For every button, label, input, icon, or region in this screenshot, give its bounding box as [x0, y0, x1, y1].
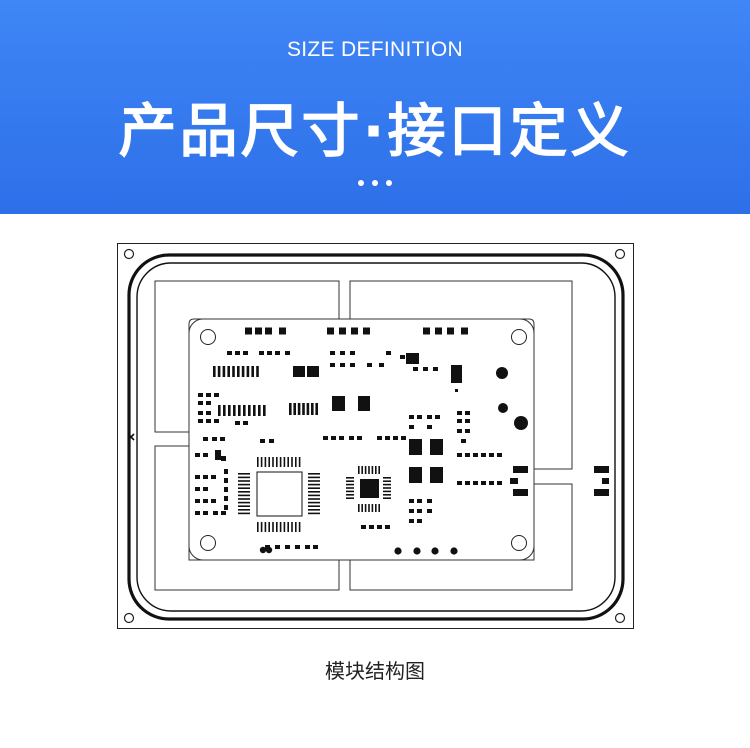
- decorative-dots: [0, 180, 750, 186]
- mount-hole-br: [614, 612, 626, 624]
- module-hole-bl: [200, 535, 216, 551]
- connector-pads: [510, 466, 609, 496]
- rf-chip: [360, 479, 379, 498]
- header-banner: SIZE DEFINITION 产品尺寸·接口定义: [0, 0, 750, 214]
- coil-x-mark: [127, 433, 135, 441]
- smd-component-pads: [195, 327, 502, 555]
- mount-hole-tr: [614, 248, 626, 260]
- module-hole-br: [511, 535, 527, 551]
- section-subtitle: SIZE DEFINITION: [286, 38, 463, 61]
- antenna-coil-outer: [127, 253, 625, 621]
- mount-hole-bl: [123, 612, 135, 624]
- mount-hole-tl: [123, 248, 135, 260]
- transistor-pads: [332, 353, 462, 483]
- dot-2: [372, 180, 378, 186]
- dot-3: [386, 180, 392, 186]
- dot-1: [358, 180, 364, 186]
- mcu-pins: [238, 457, 320, 532]
- section-title: 产品尺寸·接口定义: [118, 97, 632, 165]
- module-hole-tl: [200, 329, 216, 345]
- antenna-coil-inner: [136, 262, 616, 612]
- figure-caption: 模块结构图: [325, 659, 425, 683]
- round-pads: [496, 367, 528, 430]
- pcb-module-diagram: [117, 243, 634, 629]
- mcu-chip: [256, 471, 303, 517]
- pour-bottom-right: [349, 483, 573, 591]
- module-hole-tr: [511, 329, 527, 345]
- rf-chip-pins: [346, 466, 391, 512]
